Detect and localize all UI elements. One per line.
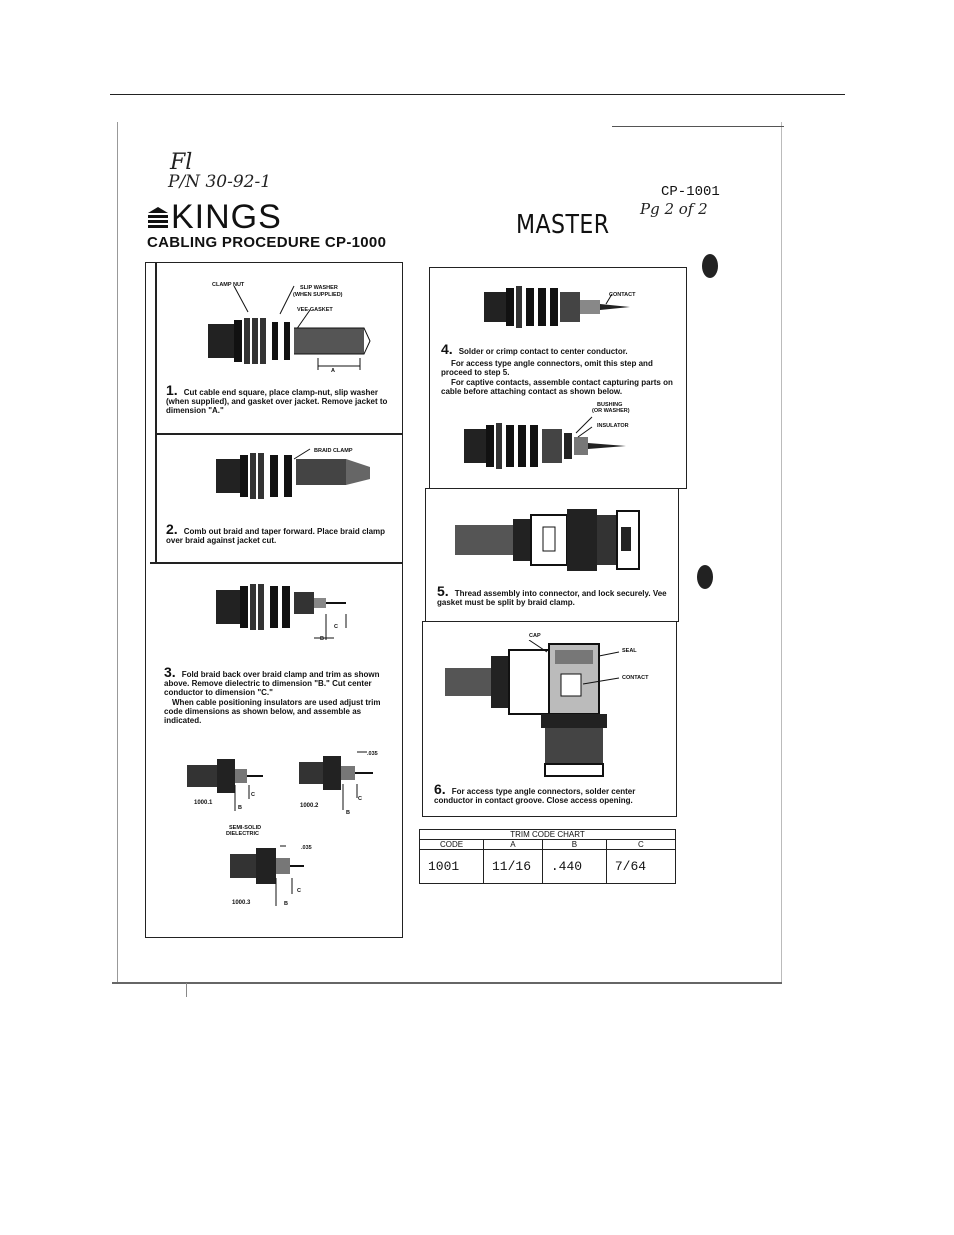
- label-when-supplied: (WHEN SUPPLIED): [293, 292, 343, 298]
- top-rule: [110, 94, 845, 95]
- variant-1000-2-drawing: [299, 751, 373, 810]
- page-title: CABLING PROCEDURE CP-1000: [147, 234, 387, 251]
- master-stamp: MASTER: [516, 210, 610, 240]
- step-3-number: 3.: [164, 664, 176, 680]
- label-1000-3: 1000.3: [232, 900, 251, 906]
- label-braid-clamp: BRAID CLAMP: [314, 448, 353, 454]
- step-1-text: 1.Cut cable end square, place clamp-nut,…: [166, 383, 394, 415]
- step-4-text: 4. Solder or crimp contact to center cond…: [441, 342, 673, 356]
- step-6-number: 6.: [434, 781, 446, 797]
- label-cap: CAP: [529, 633, 541, 639]
- punch-hole-top: [702, 254, 718, 278]
- trim-chart-title-row: TRIM CODE CHART: [419, 829, 676, 840]
- kings-logo-mark: [148, 207, 168, 228]
- variant-1000-3-drawing: [230, 845, 304, 906]
- label-1000-1: 1000.1: [194, 800, 213, 806]
- trim-header-code: CODE: [419, 839, 484, 850]
- label-v3-c: C: [297, 888, 301, 894]
- step-6-body: For access type angle connectors, solder…: [434, 787, 636, 805]
- step-2-body: Comb out braid and taper forward. Place …: [166, 527, 386, 545]
- label-v1-b: B: [238, 805, 242, 811]
- label-v2-c: C: [358, 796, 362, 802]
- step6-angle-connector-drawing: [445, 640, 620, 777]
- label-dielectric: DIELECTRIC: [226, 831, 259, 837]
- step-4-body: Solder or crimp contact to center conduc…: [458, 347, 628, 356]
- label-v3-b: B: [284, 901, 288, 907]
- label-dim-a: A: [331, 368, 335, 374]
- divider-2-3: [150, 562, 403, 564]
- label-clamp-nut: CLAMP NUT: [212, 282, 245, 288]
- hand-note-page: Pg 2 of 2: [640, 200, 708, 218]
- label-slip-washer: SLIP WASHER: [300, 285, 338, 291]
- step3-connector-drawing: [216, 584, 347, 640]
- trim-cell-code: 1001: [419, 849, 484, 884]
- label-contact-step4: CONTACT: [609, 292, 636, 298]
- step-3-note: When cable positioning insulators are us…: [164, 698, 381, 725]
- trim-chart-header-row: CODE A B C: [419, 839, 677, 850]
- label-contact-step6: CONTACT: [622, 675, 649, 681]
- label-dim-b: B: [320, 636, 324, 642]
- frame-bottom-rule: [112, 982, 782, 984]
- step-1-body: Cut cable end square, place clamp-nut, s…: [166, 388, 388, 415]
- step1-connector-drawing: [208, 285, 371, 370]
- trim-cell-c: 7/64: [605, 849, 677, 884]
- frame-left-edge: [117, 122, 118, 982]
- label-v2-035: .035: [367, 751, 378, 757]
- trim-chart-title: TRIM CODE CHART: [419, 829, 676, 840]
- step4-connector-drawing: [484, 286, 630, 328]
- step-5-body: Thread assembly into connector, and lock…: [437, 589, 667, 607]
- step-1-number: 1.: [166, 382, 178, 398]
- frame-top-rule: [612, 126, 784, 127]
- bottom-tick: [186, 983, 187, 997]
- step-6-panel: [422, 621, 677, 817]
- step-4-note-2: For captive contacts, assemble contact c…: [441, 378, 673, 396]
- trim-header-a: A: [483, 839, 543, 850]
- kings-logo: KINGS: [147, 198, 282, 237]
- label-or-washer: (OR WASHER): [592, 408, 630, 414]
- label-dim-c: C: [334, 624, 338, 630]
- label-insulator: INSULATOR: [597, 423, 629, 429]
- hand-note-initials: Fl: [170, 150, 193, 175]
- trim-cell-b: .440: [541, 849, 607, 884]
- label-seal: SEAL: [622, 648, 637, 654]
- step-5-text: 5.Thread assembly into connector, and lo…: [437, 584, 672, 607]
- doc-code: CP-1001: [661, 184, 720, 200]
- frame-right-edge: [781, 122, 782, 982]
- step-6-text: 6.For access type angle connectors, sold…: [434, 782, 672, 805]
- label-v1-c: C: [251, 792, 255, 798]
- label-semi-solid: SEMI-SOLID: [229, 825, 262, 831]
- step-2-text: 2.Comb out braid and taper forward. Plac…: [166, 522, 394, 545]
- label-v3-035: .035: [301, 845, 312, 851]
- step-4-number: 4.: [441, 341, 453, 357]
- variant-1000-1-drawing: [187, 759, 263, 811]
- step-5-number: 5.: [437, 583, 449, 599]
- trim-cell-a: 11/16: [483, 849, 543, 884]
- logo-text: KINGS: [171, 198, 282, 236]
- trim-chart-data-row: 1001 11/16 .440 7/64: [419, 849, 677, 884]
- hand-note-part-number: P/N 30-92-1: [168, 172, 272, 192]
- left-column-box: [145, 262, 403, 938]
- label-vee-gasket: VEE-GASKET: [297, 307, 333, 313]
- label-1000-2: 1000.2: [300, 803, 319, 809]
- step-2-number: 2.: [166, 521, 178, 537]
- step-3-text: 3.Fold braid back over braid clamp and t…: [164, 665, 394, 697]
- step4-captive-contact-drawing: [464, 416, 626, 469]
- left-inner-edge: [155, 263, 157, 563]
- trim-header-c: C: [605, 839, 677, 850]
- step5-connector-drawing: [455, 509, 640, 571]
- step2-connector-drawing: [216, 448, 370, 499]
- punch-hole-middle: [697, 565, 713, 589]
- step-4-note-1: For access type angle connectors, omit t…: [441, 359, 653, 377]
- trim-code-chart: TRIM CODE CHART CODE A B C 1001 11/16 .4…: [419, 829, 677, 884]
- divider-1-2: [155, 433, 403, 435]
- label-v2-b: B: [346, 810, 350, 816]
- step-3-body: Fold braid back over braid clamp and tri…: [164, 670, 380, 697]
- label-bushing: BUSHING: [597, 402, 623, 408]
- trim-header-b: B: [541, 839, 607, 850]
